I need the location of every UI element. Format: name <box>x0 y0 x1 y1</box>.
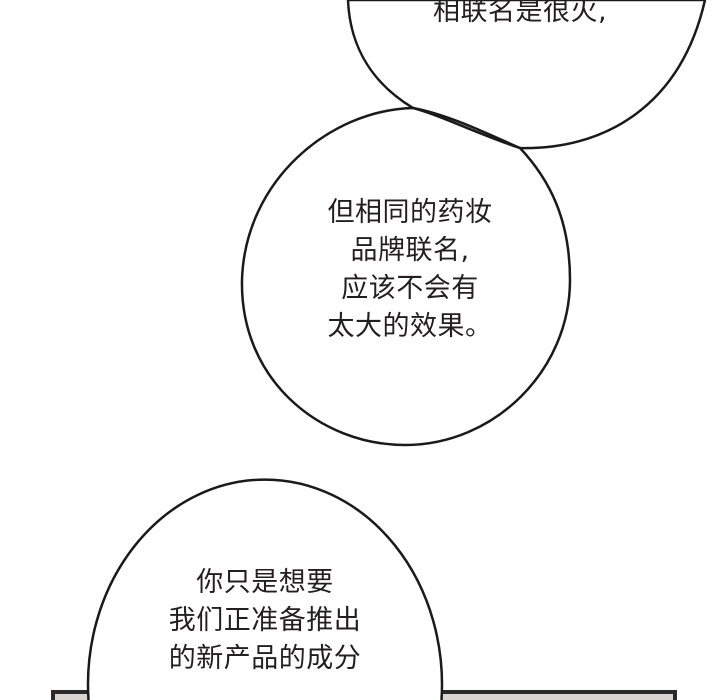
bubble-line: 相联名是很火, <box>432 0 608 27</box>
bubble-line: 的新产品的成分 <box>168 643 362 674</box>
bubble-line: 我们正准备推出 <box>168 605 362 636</box>
bubble-line: 但相同的药妆 <box>327 197 493 228</box>
bubble-line: 太大的效果。 <box>327 311 493 342</box>
speech-bubble-bottom <box>86 478 444 700</box>
bubble-line: 品牌联名, <box>350 235 470 266</box>
bubble-line: 应该不会有 <box>341 273 479 304</box>
bubble-text-top: 相联名是很火, <box>400 0 640 31</box>
bubble-text-middle: 但相同的药妆 品牌联名, 应该不会有 太大的效果。 <box>300 194 520 346</box>
bubble-line: 你只是想要 <box>196 567 334 598</box>
speech-bubble-top <box>346 0 707 150</box>
speech-bubble-middle <box>240 106 572 447</box>
bubble-text-bottom: 你只是想要 我们正准备推出 的新产品的成分 <box>150 564 380 678</box>
